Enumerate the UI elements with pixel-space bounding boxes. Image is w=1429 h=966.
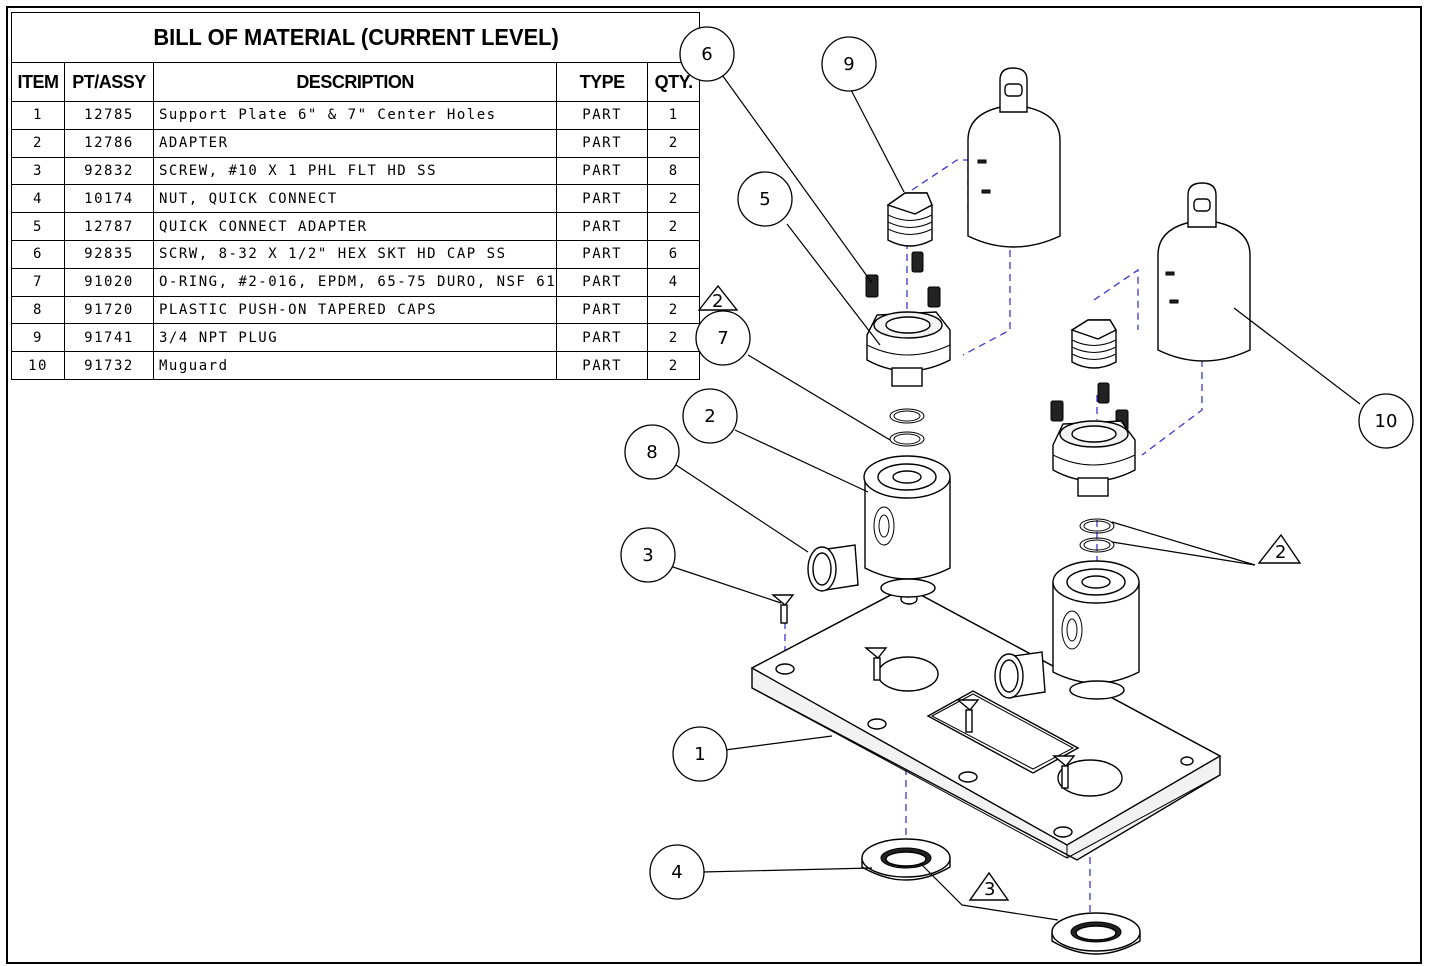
bom-cell-item: 4 [11, 184, 65, 214]
quick-connect-adapter-right [1052, 420, 1136, 497]
bom-cell-qty: 8 [647, 156, 701, 186]
balloon-1-label: 1 [694, 744, 705, 765]
bom-cell-pt: 91741 [64, 323, 154, 353]
bom-cell-description: QUICK CONNECT ADAPTER [152, 212, 558, 241]
bom-cell-item: 8 [11, 295, 65, 325]
push-on-cap-left [807, 544, 859, 592]
bill-of-material-table: BILL OF MATERIAL (CURRENT LEVEL) ITEM PT… [11, 12, 701, 380]
support-plate-part [750, 586, 1222, 861]
quick-connect-adapter-left [866, 311, 951, 387]
bom-cell-pt: 92832 [64, 156, 154, 186]
bom-cell-qty: 1 [647, 101, 701, 130]
npt-plug-right-part [1070, 319, 1117, 369]
balloon-3: 3 [620, 527, 676, 583]
bom-cell-description: SCREW, #10 X 1 PHL FLT HD SS [152, 156, 558, 186]
bom-cell-qty: 4 [647, 267, 701, 297]
note-triangle-2-left-label: 2 [712, 291, 723, 312]
balloon-7: 7 [695, 310, 751, 366]
push-on-cap-right [994, 651, 1046, 699]
bom-cell-pt: 91732 [64, 351, 154, 380]
o-rings-right [1079, 518, 1115, 553]
balloon-4-label: 4 [671, 862, 682, 883]
quick-connect-nut-left [861, 838, 951, 881]
balloon-5: 5 [737, 171, 793, 227]
bom-cell-qty: 2 [647, 128, 701, 158]
adapter-left-part [863, 455, 951, 598]
bom-cell-pt: 92835 [64, 239, 154, 269]
note-triangle-2-left: 2 [697, 284, 739, 312]
bom-cell-description: O-RING, #2-016, EPDM, 65-75 DURO, NSF 61 [152, 267, 558, 297]
col-header-description: DESCRIPTION [152, 62, 558, 102]
muguard-right-part [1157, 182, 1251, 362]
bom-cell-item: 3 [11, 156, 65, 186]
quick-connect-nut-right [1051, 912, 1141, 955]
note-triangle-2-right: 2 [1257, 533, 1302, 564]
balloon-8: 8 [624, 424, 680, 480]
bom-cell-qty: 6 [647, 239, 701, 269]
bom-cell-type: PART [556, 156, 649, 186]
balloon-9-label: 9 [843, 54, 854, 75]
balloon-5-label: 5 [759, 189, 770, 210]
balloon-6: 6 [679, 26, 735, 82]
balloon-1: 1 [672, 726, 728, 782]
bom-cell-pt: 12787 [64, 212, 154, 241]
col-header-pt-assy: PT/ASSY [64, 62, 154, 102]
leader-lines [669, 71, 1361, 921]
balloon-6-label: 6 [701, 44, 712, 65]
note-triangle-2-right-label: 2 [1275, 542, 1286, 563]
muguard-left-part [967, 67, 1061, 248]
bom-cell-type: PART [556, 351, 649, 380]
bom-cell-type: PART [556, 101, 649, 130]
balloon-10: 10 [1358, 393, 1414, 449]
col-header-item: ITEM [11, 62, 65, 102]
bom-cell-pt: 91020 [64, 267, 154, 297]
bom-cell-description: NUT, QUICK CONNECT [152, 184, 558, 214]
note-triangle-3: 3 [968, 871, 1010, 901]
balloon-7-label: 7 [717, 328, 728, 349]
bom-cell-qty: 2 [647, 323, 701, 353]
balloon-2: 2 [682, 388, 738, 444]
balloon-4: 4 [649, 844, 705, 900]
o-rings-left [889, 408, 925, 447]
bom-cell-description: Support Plate 6" & 7" Center Holes [152, 101, 558, 130]
bom-cell-qty: 2 [647, 212, 701, 241]
adapter-right-part [1052, 560, 1140, 700]
cap-screws-left [865, 251, 941, 308]
bom-cell-item: 2 [11, 128, 65, 158]
balloon-2-label: 2 [704, 406, 715, 427]
balloon-3-label: 3 [642, 545, 653, 566]
bom-cell-item: 1 [11, 101, 65, 130]
bom-cell-qty: 2 [647, 351, 701, 380]
bom-cell-item: 10 [11, 351, 65, 380]
bom-cell-description: ADAPTER [152, 128, 558, 158]
balloon-8-label: 8 [646, 442, 657, 463]
bom-title: BILL OF MATERIAL (CURRENT LEVEL) [28, 12, 683, 63]
npt-plug-left-part [886, 192, 933, 247]
balloon-10-label: 10 [1375, 411, 1398, 432]
bom-cell-description: 3/4 NPT PLUG [152, 323, 558, 353]
bom-cell-description: Muguard [152, 351, 558, 380]
bom-cell-item: 6 [11, 239, 65, 269]
bom-cell-item: 7 [11, 267, 65, 297]
note-triangle-3-label: 3 [984, 879, 995, 900]
drawing-border [6, 6, 1422, 964]
flat-head-screws [771, 594, 1076, 789]
bom-cell-pt: 91720 [64, 295, 154, 325]
balloon-9: 9 [821, 36, 877, 92]
